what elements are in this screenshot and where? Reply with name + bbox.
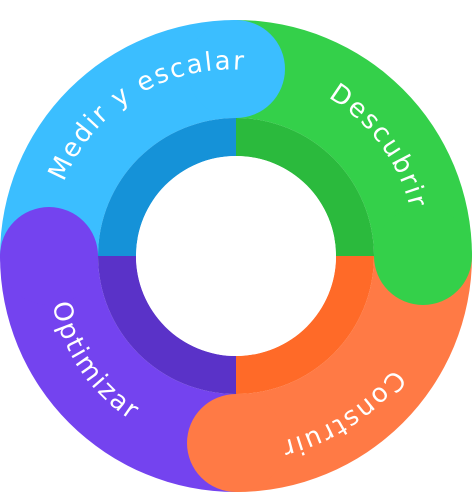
segment-construir-inner (236, 256, 374, 394)
outer-ring (0, 20, 472, 492)
segment-descubrir-inner (236, 118, 374, 256)
segment-construir-outer (236, 256, 472, 492)
center-hole (136, 156, 336, 356)
segment-caps (0, 20, 472, 492)
inner-ring (98, 118, 374, 394)
segment-optimizar-outer (0, 256, 236, 492)
cap-descubrir (374, 207, 472, 305)
cap-medir (187, 20, 285, 118)
segment-descubrir-outer (236, 20, 472, 256)
cap-optimizar (0, 207, 98, 305)
segment-optimizar-inner (98, 256, 236, 394)
segment-medir-inner (98, 118, 236, 256)
segment-medir-outer (0, 20, 236, 256)
cap-construir (187, 394, 285, 492)
